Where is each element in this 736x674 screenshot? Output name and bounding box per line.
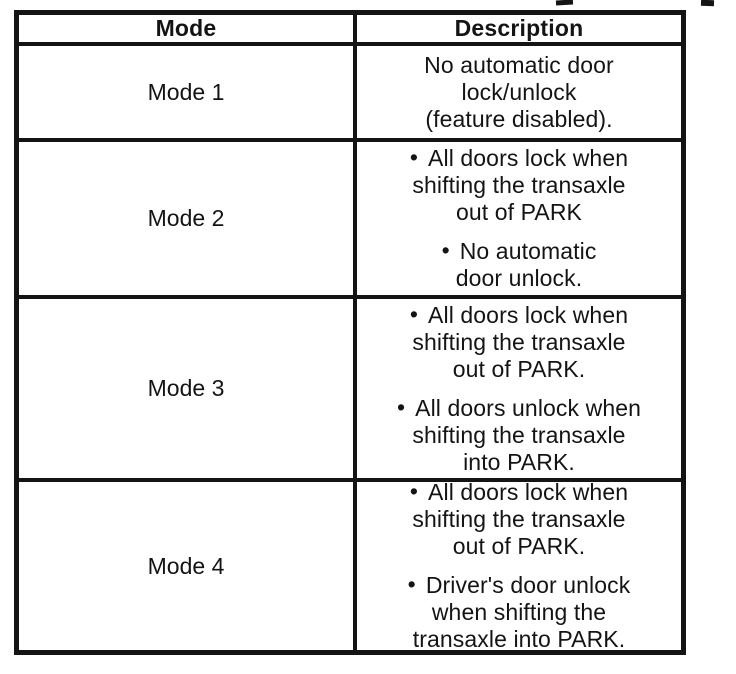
description-line-text: Driver's door unlock [425,572,631,598]
column-header-mode: Mode [19,15,357,46]
description-line: shifting the transaxle [412,421,626,448]
scan-artifact [555,0,574,6]
door-lock-modes-table: Mode Description Mode 1 No automatic doo… [14,10,686,655]
description-line-text: All doors lock when [428,301,629,328]
description-line: • All doors lock when [409,300,629,329]
description-line: (feature disabled). [425,105,613,132]
column-header-mode-label: Mode [155,15,217,41]
table-row-mode4-description-cell: • All doors lock when shifting the transa… [357,482,681,650]
description-item: • All doors lock when shifting the transa… [409,144,629,226]
description-line: out of PARK. [452,533,586,559]
description-line: into PARK. [463,448,575,475]
scan-artifact [700,0,715,7]
description-line: • Driver's door unlock [407,571,631,599]
description-item: • No automatic door unlock. [441,237,597,292]
bullet-icon: • [407,571,416,597]
table-row-mode4-label-cell: Mode 4 [19,482,357,650]
description-line-text: All doors lock when [428,145,629,171]
description-line: when shifting the [431,599,607,625]
description-line: • All doors lock when [410,482,628,506]
table-row-mode1-description-cell: No automatic door lock/unlock (feature d… [357,46,681,142]
description-item: No automatic door lock/unlock (feature d… [424,52,614,133]
description-line-text: All doors unlock when [415,394,641,421]
description-line-text: All doors lock when [428,482,629,505]
description-line: lock/unlock [461,78,577,105]
description-line-text: No automatic [459,238,597,264]
table-row-mode2-description-cell: • All doors lock when shifting the transa… [357,142,681,299]
description-line: No automatic door [424,51,614,78]
description-line: door unlock. [455,265,583,291]
table-row-mode3-label-cell: Mode 3 [19,299,357,482]
description-item: • All doors unlock when shifting the tran… [397,393,641,476]
description-item: •Driver's door unlock when shifting the … [407,571,631,650]
description-line: • No automatic [441,237,597,265]
table-row-mode2-label-cell: Mode 2 [19,142,357,299]
description-item: • All doors lock when shifting the transa… [410,482,628,560]
column-header-description: Description [357,15,681,46]
mode-label: Mode 1 [147,78,225,105]
description-line: transaxle into PARK. [412,626,626,650]
description-line: out of PARK [456,199,582,225]
table-row-mode3-description-cell: • All doors lock when shifting the transa… [357,299,681,482]
description-line: shifting the transaxle [412,506,626,532]
description-line: shifting the transaxle [412,328,626,355]
column-header-description-label: Description [454,15,584,41]
table-row-mode1-label-cell: Mode 1 [19,46,357,142]
description-line: shifting the transaxle [412,172,626,198]
bullet-icon: • [397,393,406,420]
mode-label: Mode 2 [147,205,225,231]
mode-label: Mode 4 [147,552,225,579]
mode-label: Mode 3 [147,375,225,401]
description-line: out of PARK. [452,355,586,382]
bullet-icon: • [409,300,419,327]
bullet-icon: • [409,144,419,170]
description-item: • All doors lock when shifting the transa… [409,300,629,383]
bullet-icon: • [409,482,419,504]
bullet-icon: • [441,237,450,263]
description-line: • All doors lock when [409,144,629,172]
description-line: • All doors unlock when [397,393,641,422]
